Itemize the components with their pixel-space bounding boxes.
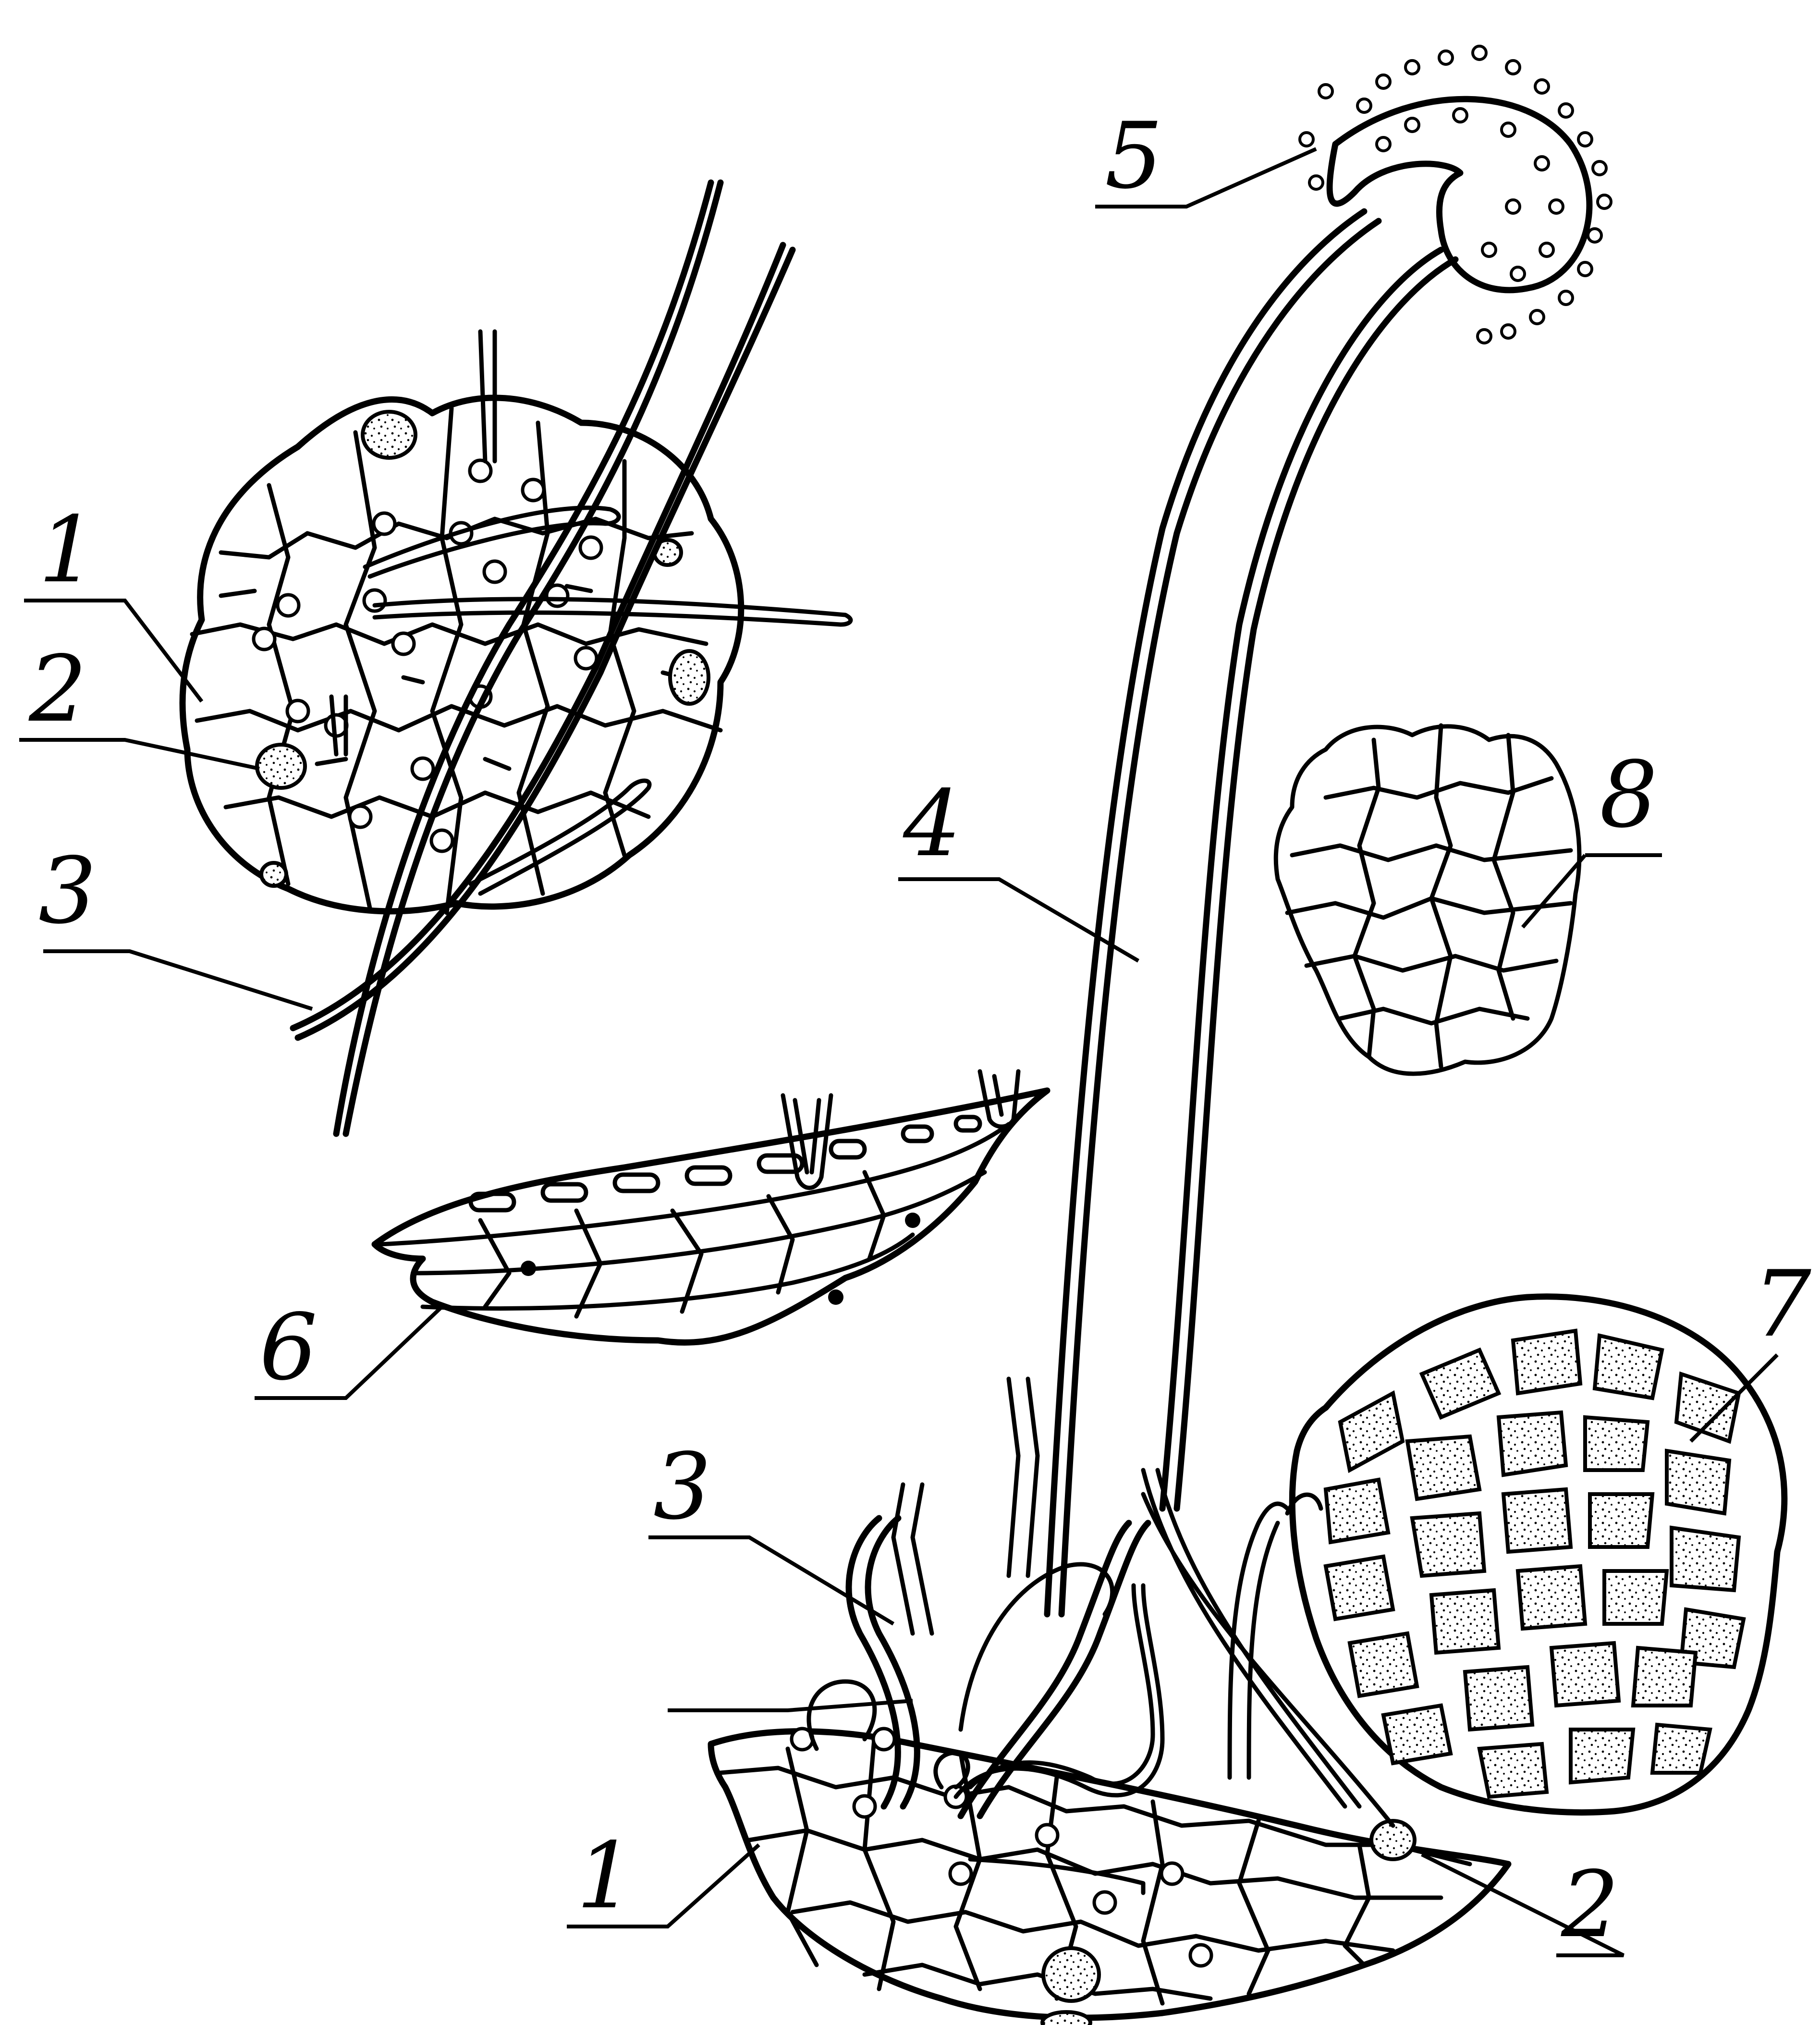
cuticle-pattern — [1276, 725, 1579, 1074]
glandular-head — [1300, 46, 1611, 343]
label-3-top: 3 — [38, 838, 97, 944]
lower-leaf-fragment — [711, 1379, 1508, 2025]
label-4: 4 — [903, 771, 961, 877]
label-2-bottom: 2 — [1561, 1852, 1619, 1958]
leader-2-top — [19, 740, 259, 769]
leaf-surface-fragment — [183, 183, 851, 1134]
label-8: 8 — [1600, 742, 1658, 848]
label-2-top: 2 — [28, 636, 87, 742]
stippled-cell-network — [1292, 1297, 1784, 1813]
label-6: 6 — [259, 1294, 318, 1400]
label-1-bottom: 1 — [576, 1823, 635, 1929]
label-1-top: 1 — [38, 497, 97, 603]
label-3-bottom: 3 — [653, 1434, 711, 1540]
leader-3-top — [43, 951, 312, 1009]
leader-8 — [1523, 855, 1662, 927]
label-7: 7 — [1753, 1251, 1811, 1357]
label-5: 5 — [1105, 103, 1163, 209]
leaf-cross-section — [375, 1071, 1047, 1342]
